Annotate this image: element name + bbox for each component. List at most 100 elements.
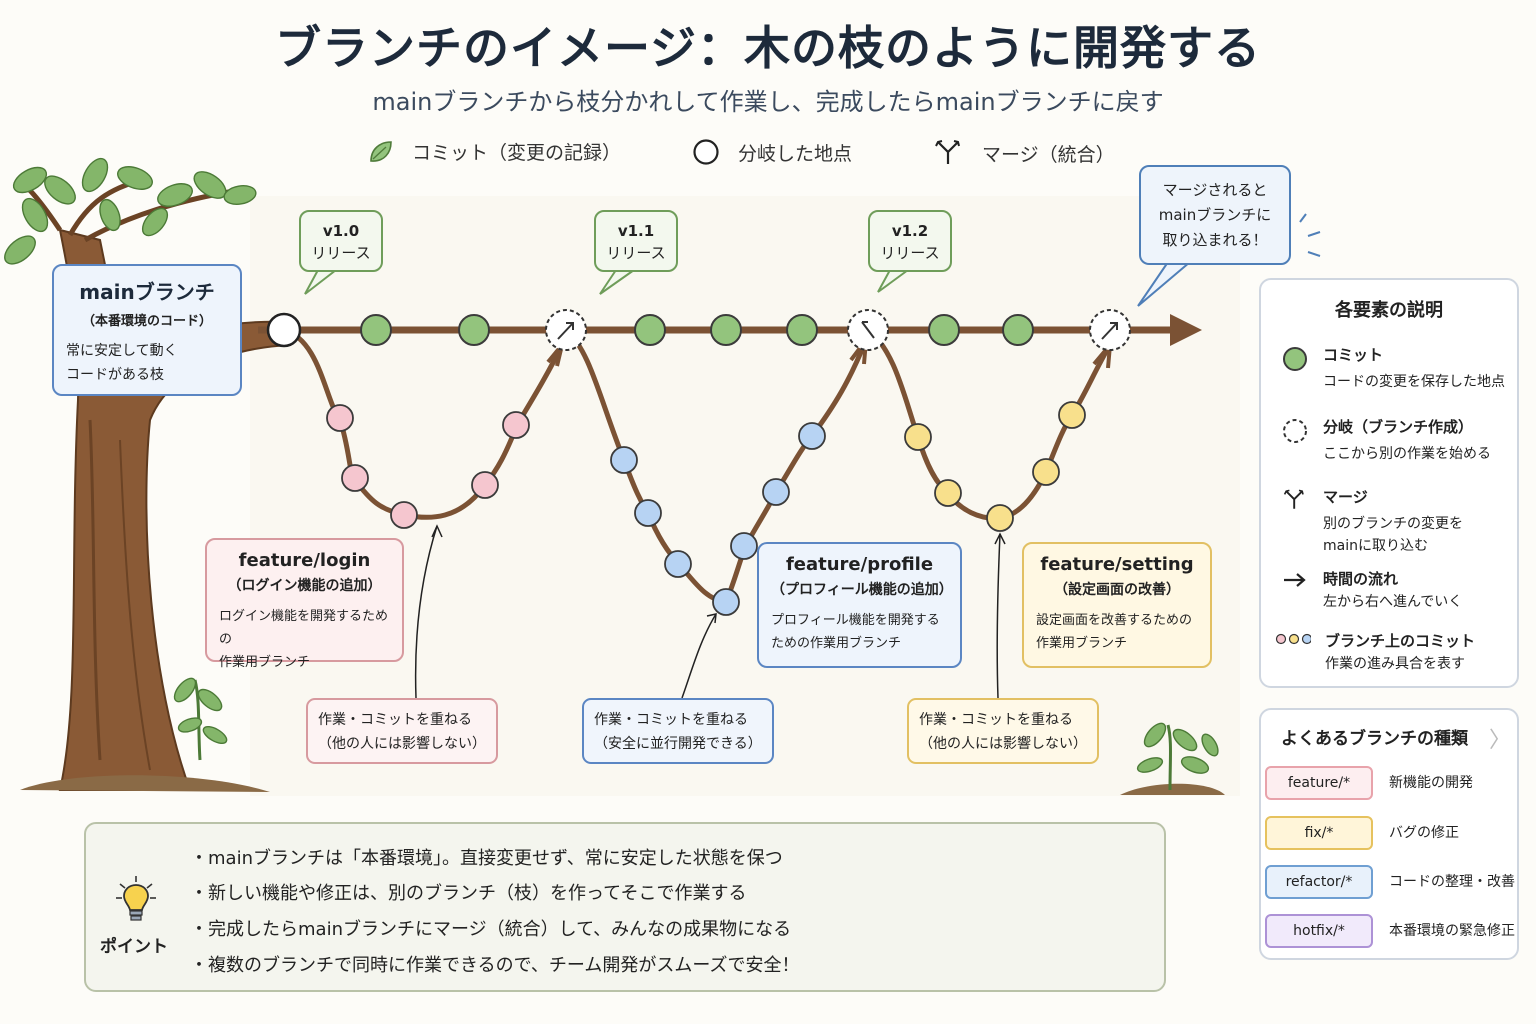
merge-callout-line: 取り込まれる！ [1162, 231, 1268, 249]
explain-item-branch-commits: ブランチ上のコミット作業の進み具合を表す [1275, 630, 1475, 675]
profile-commit [712, 588, 740, 616]
branch-type-tag: fix/* [1265, 816, 1373, 850]
branch-type-description: 本番環境の緊急修正 [1389, 923, 1515, 939]
tree-illustration [4, 157, 291, 792]
note-line: （他の人には影響しない） [318, 736, 486, 752]
point-box: ポイント ・mainブランチは「本番環境」。直接変更せず、常に安定した状態を保つ… [84, 822, 1166, 992]
release-bubble-v1-1: v1.1 リリース [594, 210, 678, 272]
description-line: 常に安定して動く [66, 343, 178, 359]
description-line: 作業用ブランチ [1036, 636, 1128, 651]
note-line: 作業・コミットを重ねる [919, 712, 1073, 728]
explain-head: コミット [1323, 346, 1384, 364]
note-line: （安全に並行開発できる） [594, 736, 762, 752]
release-label: リリース [311, 244, 371, 262]
explain-body-line: mainに取り込む [1323, 538, 1428, 554]
main-commit [458, 314, 490, 346]
branch-type-tag: hotfix/* [1265, 914, 1373, 948]
explain-body: 作業の進み具合を表す [1325, 656, 1465, 672]
main-branch-description: 常に安定して動く コードがある枝 [66, 339, 228, 387]
release-bubble-v1-0: v1.0 リリース [299, 210, 383, 272]
explain-body: ここから別の作業を始める [1323, 446, 1491, 462]
explain-body: 別のブランチの変更を mainに取り込む [1323, 513, 1463, 557]
point-item: ・完成したらmainブランチにマージ（統合）して、みんなの成果物になる [190, 919, 792, 940]
note-line: （他の人には影響しない） [919, 736, 1087, 752]
login-commit [471, 471, 499, 499]
main-branch-title: mainブランチ [79, 280, 215, 304]
colored-dots-icon [1275, 633, 1311, 645]
merge-points [545, 309, 1131, 351]
branch-subtitle: （ログイン機能の追加） [227, 578, 382, 594]
legend-commit-label: コミット（変更の記録） [412, 142, 622, 164]
point-item: ・複数のブランチで同時に作業できるので、チーム開発がスムーズで安全！ [190, 955, 800, 976]
description-line: プロフィール機能を開発する [771, 613, 940, 628]
profile-commits [610, 422, 826, 616]
profile-commit [762, 478, 790, 506]
setting-commit [904, 423, 932, 451]
feature-login-card: feature/login （ログイン機能の追加） ログイン機能を開発するための… [205, 538, 404, 670]
point-label: ポイント [100, 937, 168, 957]
point-item: ・mainブランチは「本番環境」。直接変更せず、常に安定した状態を保つ [190, 848, 783, 869]
branch-subtitle: （設定画面の改善） [1054, 582, 1180, 598]
profile-commit [664, 550, 692, 578]
main-commit [1002, 314, 1034, 346]
description-line: ための作業用ブランチ [771, 636, 902, 651]
page-subtitle: mainブランチから枝分かれして作業し、完成したらmainブランチに戻す [372, 88, 1164, 116]
main-commit [710, 314, 742, 346]
branch-description: プロフィール機能を開発する ための作業用ブランチ [771, 609, 948, 655]
login-commit [502, 411, 530, 439]
explain-body: 左から右へ進んでいく [1323, 594, 1463, 610]
explain-title: 各要素の説明 [1335, 300, 1443, 321]
branch-type-description: コードの整理・改善 [1389, 874, 1515, 890]
explain-head: マージ [1323, 488, 1368, 506]
branch-types-title: よくあるブランチの種類 [1281, 729, 1468, 749]
description-line: 設定画面を改善するための [1036, 613, 1193, 628]
explain-panel: 各要素の説明 コミットコードの変更を保存した地点 分岐（ブランチ作成）ここから別… [1259, 278, 1519, 688]
branch-type-tag: refactor/* [1265, 865, 1373, 899]
pointer-line [414, 525, 438, 699]
merge-callout: マージされると mainブランチに 取り込まれる！ [1139, 165, 1291, 265]
explain-body: コードの変更を保存した地点 [1323, 374, 1505, 390]
explain-head: ブランチ上のコミット [1325, 632, 1476, 650]
main-commit [786, 314, 818, 346]
release-label: リリース [606, 244, 666, 262]
release-version: v1.0 [322, 222, 360, 240]
branch-name: feature/login [238, 550, 371, 571]
branch-name: feature/setting [1040, 554, 1194, 575]
release-label: リリース [880, 244, 940, 262]
merge-icon [935, 140, 960, 164]
main-branch-card: mainブランチ （本番環境のコード） 常に安定して動く コードがある枝 [52, 264, 242, 396]
main-commits [360, 314, 1034, 346]
login-commit [326, 404, 354, 432]
setting-commits [904, 401, 1086, 532]
profile-commit [610, 446, 638, 474]
legend-merge-label: マージ（統合） [982, 143, 1115, 166]
explain-body-line: 別のブランチの変更を [1323, 516, 1463, 532]
legend-merge: マージ（統合） [934, 138, 1115, 168]
profile-commit [798, 422, 826, 450]
login-commit [390, 501, 418, 529]
login-commit [341, 464, 369, 492]
branch-description: 設定画面を改善するための 作業用ブランチ [1036, 609, 1198, 655]
legend-branch-point: 分岐した地点 [692, 138, 852, 166]
profile-commit [730, 532, 758, 560]
release-version: v1.1 [617, 222, 655, 240]
merge-callout-line: マージされると [1162, 181, 1268, 199]
release-version: v1.2 [891, 222, 929, 240]
description-line: 作業用ブランチ [219, 655, 311, 670]
pointer-line [996, 533, 1001, 699]
open-circle-icon [693, 139, 719, 165]
setting-note: 作業・コミットを重ねる （他の人には影響しない） [907, 698, 1099, 764]
description-line: コードがある枝 [66, 367, 164, 383]
pointer-line [681, 613, 717, 699]
feature-setting-card: feature/setting （設定画面の改善） 設定画面を改善するための 作… [1022, 542, 1212, 668]
merge-icon [1283, 489, 1304, 509]
setting-commit [1058, 401, 1086, 429]
profile-commit [634, 499, 662, 527]
explain-head: 時間の流れ [1323, 570, 1399, 588]
setting-commit [934, 479, 962, 507]
explain-item-merge: マージ別のブランチの変更を mainに取り込む [1281, 486, 1463, 557]
explain-item-branch: 分岐（ブランチ作成）ここから別の作業を始める [1281, 416, 1491, 465]
main-commit [634, 314, 666, 346]
branch-type-description: バグの修正 [1389, 825, 1459, 841]
